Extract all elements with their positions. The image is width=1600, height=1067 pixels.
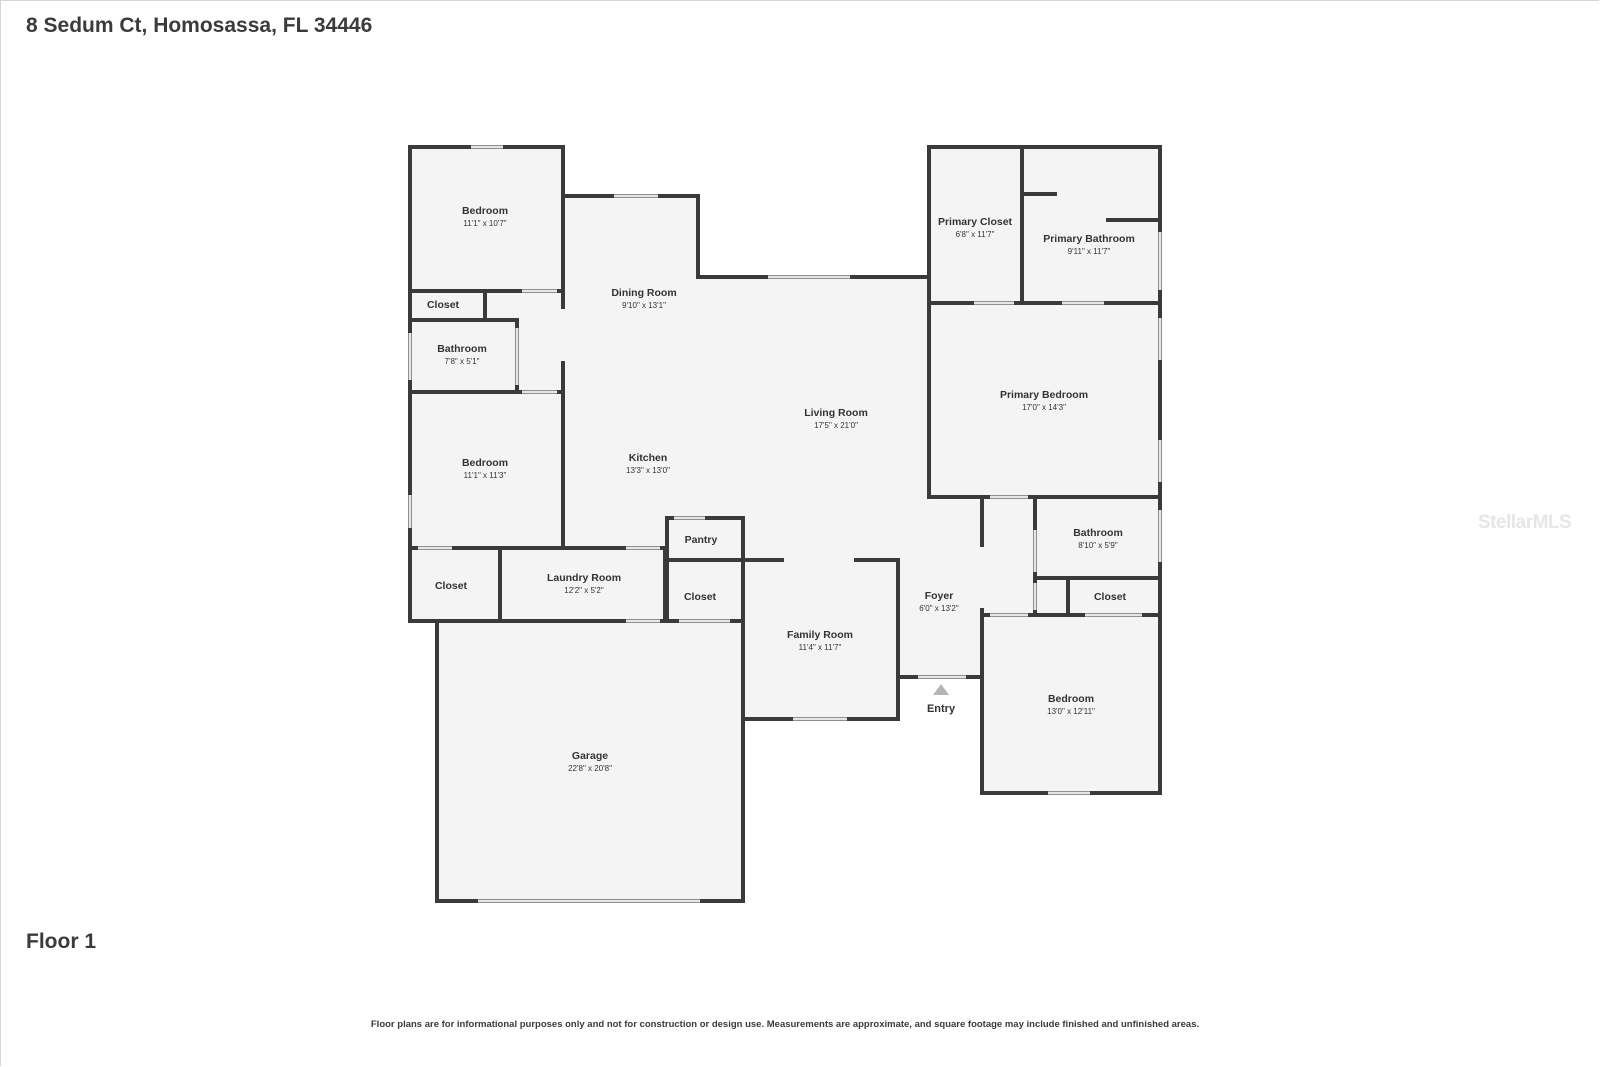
room-name-bedroom-3: Bedroom <box>1048 693 1094 705</box>
room-name-bathroom-2: Bathroom <box>1073 527 1123 539</box>
room-name-closet-1: Closet <box>427 299 460 311</box>
room-name-closet-4: Closet <box>1094 591 1127 603</box>
entry-arrow-icon <box>933 684 949 695</box>
room-name-kitchen: Kitchen <box>629 452 668 464</box>
room-name-living-room: Living Room <box>804 407 868 419</box>
room-name-dining-room: Dining Room <box>611 287 676 299</box>
room-dimensions-dining-room: 9'10" x 13'1" <box>622 301 666 310</box>
room-dimensions-family-room: 11'4" x 11'7" <box>799 643 842 652</box>
disclaimer-text: Floor plans are for informational purpos… <box>370 1019 1200 1030</box>
room-dimensions-bedroom-3: 13'0" x 12'11" <box>1047 707 1095 716</box>
room-dimensions-foyer: 6'0" x 13'2" <box>919 604 959 613</box>
room-name-closet-3: Closet <box>435 580 468 592</box>
room-dimensions-living-room: 17'5" x 21'0" <box>814 421 858 430</box>
room-name-foyer: Foyer <box>925 590 954 602</box>
floor-fills <box>410 147 1160 901</box>
room-name-garage: Garage <box>572 750 608 762</box>
openings <box>408 145 1162 903</box>
room-dimensions-bathroom-1: 7'8" x 5'1" <box>445 357 480 366</box>
room-name-laundry-room: Laundry Room <box>547 572 621 584</box>
room-name-pantry: Pantry <box>685 534 718 546</box>
room-name-bathroom-1: Bathroom <box>437 343 487 355</box>
room-dimensions-primary-closet: 6'8" x 11'7" <box>956 230 995 239</box>
room-name-family-room: Family Room <box>787 629 853 641</box>
room-dimensions-laundry-room: 12'2" x 5'2" <box>564 586 604 595</box>
room-name-primary-closet: Primary Closet <box>938 216 1013 228</box>
watermark-logo: StellarMLS <box>1478 512 1572 533</box>
room-dimensions-kitchen: 13'3" x 13'0" <box>626 466 670 475</box>
property-address: 8 Sedum Ct, Homosassa, FL 34446 <box>26 14 373 37</box>
room-dimensions-primary-bedroom: 17'0" x 14'3" <box>1022 403 1066 412</box>
room-dimensions-bedroom-1: 11'1" x 10'7" <box>463 219 506 228</box>
room-dimensions-bedroom-2: 11'1" x 11'3" <box>464 471 507 480</box>
room-dimensions-bathroom-2: 8'10" x 5'9" <box>1078 541 1118 550</box>
room-labels: Bedroom 11'1" x 10'7" Dining Room 9'10" x 1… <box>427 205 1135 773</box>
entry-label: Entry <box>927 703 956 715</box>
floor-label: Floor 1 <box>26 930 97 953</box>
room-name-primary-bathroom: Primary Bathroom <box>1043 233 1135 245</box>
room-name-bedroom-2: Bedroom <box>462 457 508 469</box>
room-dimensions-primary-bathroom: 9'11" x 11'7" <box>1068 247 1111 256</box>
room-name-bedroom-1: Bedroom <box>462 205 508 217</box>
room-dimensions-garage: 22'8" x 20'8" <box>568 764 612 773</box>
room-name-closet-2: Closet <box>684 591 717 603</box>
room-name-primary-bedroom: Primary Bedroom <box>1000 389 1088 401</box>
